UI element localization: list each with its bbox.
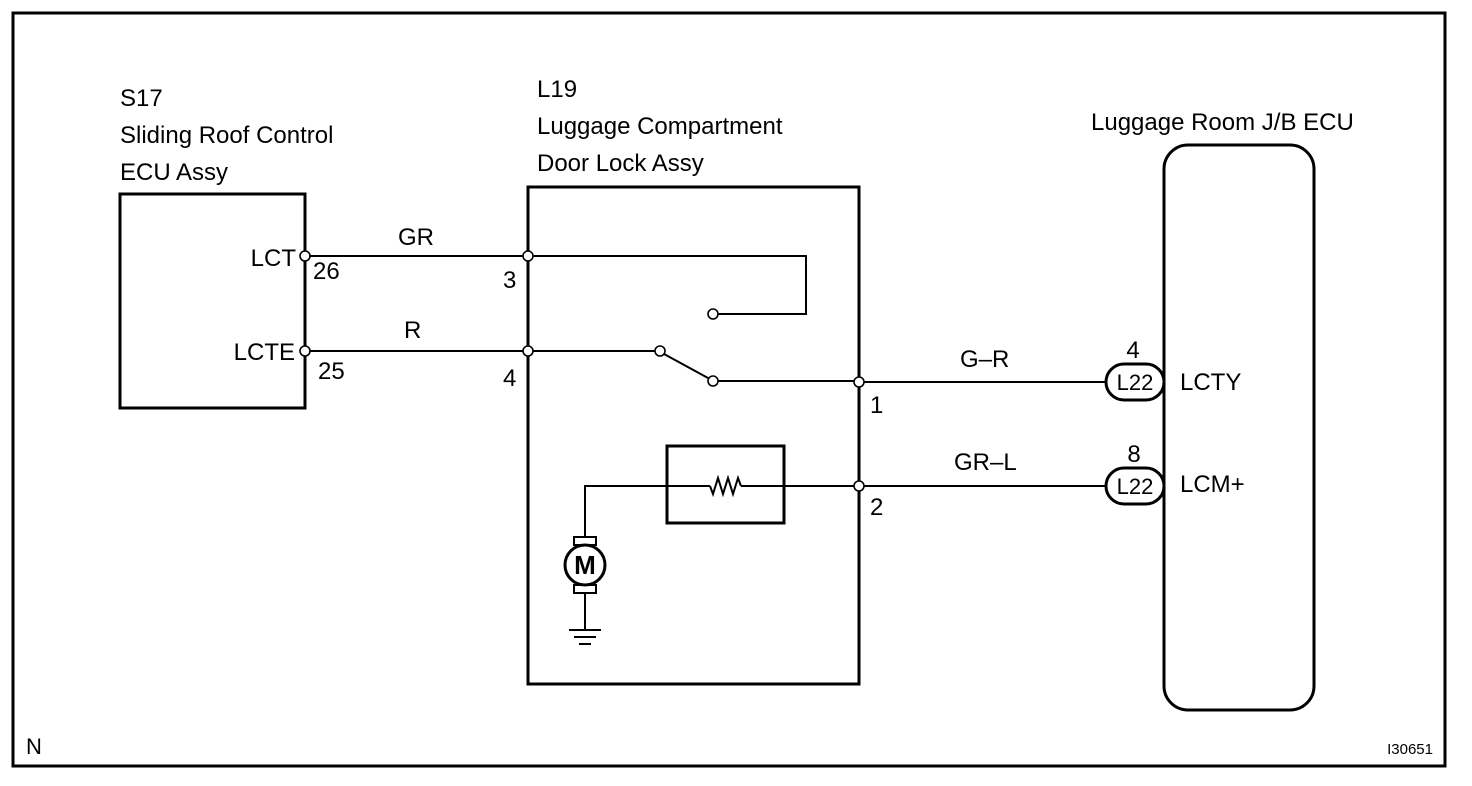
figure-id: I30651 [1387, 741, 1433, 758]
l19-name-line1: Luggage Compartment [537, 113, 783, 140]
connector-l22-lcm-label: L22 [1117, 474, 1154, 499]
motor-icon: M [563, 536, 607, 594]
resistor-icon [709, 474, 742, 498]
jb-ecu: Luggage Room J/B ECU LCTY LCM+ [1091, 109, 1354, 712]
resistor-box [665, 444, 786, 525]
l19-pin-2-dot [853, 480, 865, 492]
s17-box [118, 192, 307, 410]
connector-l22-lcty-label: L22 [1117, 370, 1154, 395]
switch-contact-path [528, 255, 807, 315]
l19-pin-4-dot [522, 345, 534, 357]
switch-pivot [654, 345, 666, 357]
l19-pin-3-dot [522, 250, 534, 262]
s17-name-line1: Sliding Roof Control [120, 122, 333, 149]
jb-ecu-box [1162, 143, 1316, 712]
connector-l22-lcm: L22 8 [1104, 441, 1166, 506]
connector-l22-lcm-pin: 8 [1127, 441, 1140, 468]
switch-upper-contact [707, 308, 719, 320]
wire-gr-label: GR [398, 224, 434, 251]
jb-ecu-title: Luggage Room J/B ECU [1091, 109, 1354, 136]
connector-l22-lcty: L22 4 [1104, 337, 1166, 402]
terminal-lcty-label: LCTY [1180, 369, 1241, 396]
footer-left-mark: N [26, 734, 42, 759]
s17-code: S17 [120, 85, 163, 112]
sliding-roof-ecu: S17 Sliding Roof Control ECU Assy LCT 26… [118, 85, 345, 410]
terminal-lcm-label: LCM+ [1180, 471, 1245, 498]
terminal-lcte-label: LCTE [234, 339, 295, 366]
motor-label: M [574, 550, 596, 580]
terminal-lct-label: LCT [251, 245, 297, 272]
diagram-frame [11, 11, 1447, 768]
switch-lower-contact [707, 375, 719, 387]
terminal-lct-dot [299, 250, 311, 262]
l19-code: L19 [537, 76, 577, 103]
wire-r-label: R [404, 317, 421, 344]
resistor-to-motor-wire [584, 485, 710, 537]
l19-box [526, 185, 861, 686]
wire-gr-l-label: GR–L [954, 449, 1017, 476]
connector-l22-lcty-pin: 4 [1126, 337, 1139, 364]
terminal-lct-pin: 26 [313, 258, 340, 285]
door-lock-assy: L19 Luggage Compartment Door Lock Assy 3… [503, 76, 883, 686]
switch-lever [663, 353, 709, 379]
terminal-lcte-pin: 25 [318, 358, 345, 385]
l19-pin-1: 1 [870, 392, 883, 419]
l19-pin-4: 4 [503, 365, 516, 392]
terminal-lcte-dot [299, 345, 311, 357]
l19-pin-2: 2 [870, 494, 883, 521]
l19-pin-1-dot [853, 376, 865, 388]
wire-g-r-label: G–R [960, 346, 1009, 373]
l19-pin-3: 3 [503, 267, 516, 294]
s17-name-line2: ECU Assy [120, 159, 228, 186]
l19-name-line2: Door Lock Assy [537, 150, 704, 177]
ground-icon [569, 629, 601, 645]
